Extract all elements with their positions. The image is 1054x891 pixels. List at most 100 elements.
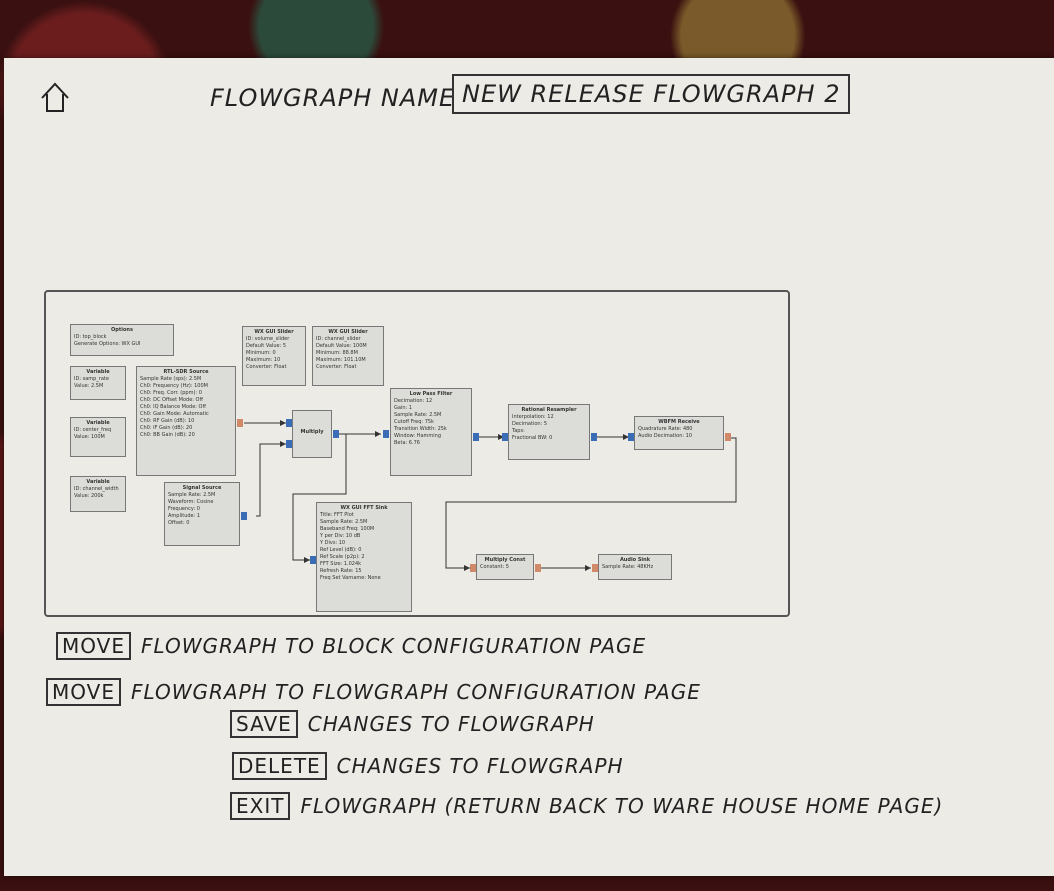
action-text: CHANGES TO FLOWGRAPH [307,712,595,736]
resampler-output-port[interactable] [591,433,597,441]
signal-output-port[interactable] [241,512,247,520]
rtlsdr-row: Ch0: Gain Mode: Automatic [140,411,209,417]
fft-row: Y per Div: 10 dB [320,533,361,539]
flowgraph-canvas[interactable]: Options ID: top_block Generate Options: … [44,290,790,617]
options-block[interactable]: Options ID: top_block Generate Options: … [70,324,174,356]
resampler-row: Fractional BW: 0 [512,435,553,441]
fft-input-port[interactable] [310,556,316,564]
fft-row: Freq Set Varname: None [320,575,381,581]
fft-row: Y Divs: 10 [320,540,346,546]
rtlsdr-row: Sample Rate (sps): 2.5M [140,376,202,382]
rtlsdr-title: RTL-SDR Source [163,369,209,375]
slider-title: WX GUI Slider [254,329,294,335]
fft-row: Sample Rate: 2.5M [320,519,368,525]
slider-row: Default Value: 100M [316,343,367,349]
lpf-title: Low Pass Filter [409,391,453,397]
wbfm-input-port[interactable] [628,433,634,441]
fft-row: Ref Level (dB): 0 [320,547,362,553]
action-row: SAVE CHANGES TO FLOWGRAPH [230,710,595,738]
lpf-output-port[interactable] [473,433,479,441]
multiply-input-port[interactable] [286,419,292,427]
wx-gui-fft-sink-block[interactable]: WX GUI FFT Sink Title: FFT Plot Sample R… [316,502,412,612]
multconst-title: Multiply Const [484,557,526,563]
move-to-flowgraph-config-button[interactable]: MOVE [46,678,121,706]
home-icon[interactable] [38,80,72,114]
slider-row: Minimum: 0 [246,350,276,356]
slider-row: Default Value: 5 [246,343,287,349]
variable-block[interactable]: Variable ID: center_freq Value: 100M [70,417,126,457]
action-row: DELETE CHANGES TO FLOWGRAPH [232,752,624,780]
action-text: FLOWGRAPH TO BLOCK CONFIGURATION PAGE [140,634,647,658]
lpf-row: Beta: 6.76 [394,440,420,446]
lpf-row: Transition Width: 25k [394,426,447,432]
options-row: Generate Options: WX GUI [74,341,141,347]
variable-row: Value: 100M [74,434,105,440]
rtlsdr-row: Ch0: Frequency (Hz): 100M [140,383,208,389]
variable-title: Variable [86,479,110,485]
multconst-output-port[interactable] [535,564,541,572]
fft-row: Baseband Freq: 100M [320,526,375,532]
multiply-block[interactable]: Multiply [292,410,332,458]
action-text: FLOWGRAPH TO FLOWGRAPH CONFIGURATION PAG… [130,680,701,704]
multiply-const-block[interactable]: Multiply Const Constant: 5 [476,554,534,580]
resampler-input-port[interactable] [502,433,508,441]
fft-row: Ref Scale (p2p): 2 [320,554,365,560]
save-button[interactable]: SAVE [230,710,298,738]
lpf-row: Gain: 1 [394,405,412,411]
slider-row: Minimum: 88.8M [316,350,358,356]
wbfm-title: WBFM Receive [658,419,700,425]
fft-row: FFT Size: 1.024k [320,561,362,567]
wbfm-row: Audio Decimation: 10 [638,433,693,439]
move-to-block-config-button[interactable]: MOVE [56,632,131,660]
slider-row: Converter: Float [316,364,357,370]
lpf-input-port[interactable] [383,430,389,438]
slider-row: Maximum: 10 [246,357,281,363]
flowgraph-name-input[interactable]: NEW RELEASE FLOWGRAPH 2 [452,74,851,114]
variable-row: Value: 2.5M [74,383,104,389]
lpf-row: Window: Hamming [394,433,442,439]
signal-row: Offset: 0 [168,520,190,526]
resampler-row: Interpolation: 12 [512,414,554,420]
rtlsdr-output-port[interactable] [237,419,243,427]
variable-block[interactable]: Variable ID: samp_rate Value: 2.5M [70,366,126,400]
resampler-row: Decimation: 5 [512,421,548,427]
audio-input-port[interactable] [592,564,598,572]
multiply-title: Multiply [300,429,324,435]
resampler-title: Rational Resampler [521,407,577,413]
rtlsdr-row: Ch0: IQ Balance Mode: Off [140,404,206,410]
fft-row: Title: FFT Plot [320,512,354,518]
wbfm-receive-block[interactable]: WBFM Receive Quadrature Rate: 480 Audio … [634,416,724,450]
lpf-row: Sample Rate: 2.5M [394,412,442,418]
variable-row: Value: 200k [74,493,104,499]
delete-button[interactable]: DELETE [232,752,327,780]
lpf-row: Cutoff Freq: 75k [394,419,434,425]
slider-title: WX GUI Slider [328,329,368,335]
exit-button[interactable]: EXIT [230,792,291,820]
variable-block[interactable]: Variable ID: channel_width Value: 200k [70,476,126,512]
fft-title: WX GUI FFT Sink [340,505,388,511]
rtlsdr-row: Ch0: RF Gain (dB): 10 [140,418,195,424]
multconst-input-port[interactable] [470,564,476,572]
action-text: CHANGES TO FLOWGRAPH [336,754,624,778]
options-title: Options [111,327,133,333]
slider-row: ID: channel_slider [316,336,361,342]
action-row: MOVE FLOWGRAPH TO FLOWGRAPH CONFIGURATION… [46,678,701,706]
signal-title: Signal Source [182,485,222,491]
wbfm-output-port[interactable] [725,433,731,441]
rtlsdr-source-block[interactable]: RTL-SDR Source Sample Rate (sps): 2.5M C… [136,366,236,476]
signal-source-block[interactable]: Signal Source Sample Rate: 2.5M Waveform… [164,482,240,546]
slider-row: ID: volume_slider [246,336,290,342]
rational-resampler-block[interactable]: Rational Resampler Interpolation: 12 Dec… [508,404,590,460]
wx-gui-slider-block[interactable]: WX GUI Slider ID: channel_slider Default… [312,326,384,386]
flowgraph-name-label: FLOWGRAPH NAME [210,84,456,112]
low-pass-filter-block[interactable]: Low Pass Filter Decimation: 12 Gain: 1 S… [390,388,472,476]
multiply-input-port[interactable] [286,440,292,448]
multconst-row: Constant: 5 [480,564,509,570]
variable-row: ID: channel_width [74,486,119,492]
audio-sink-block[interactable]: Audio Sink Sample Rate: 48KHz [598,554,672,580]
multiply-output-port[interactable] [333,430,339,438]
slider-row: Maximum: 101.10M [316,357,366,363]
wbfm-row: Quadrature Rate: 480 [638,426,693,432]
wx-gui-slider-block[interactable]: WX GUI Slider ID: volume_slider Default … [242,326,306,386]
